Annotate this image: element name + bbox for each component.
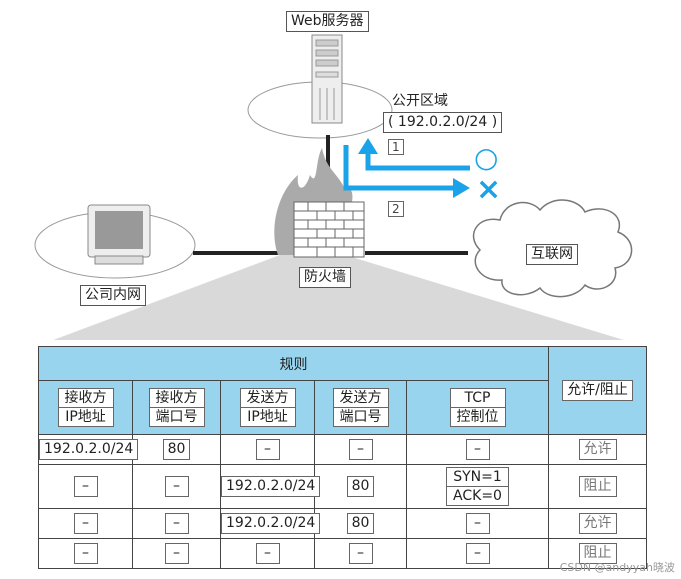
arrow-head-2 bbox=[453, 178, 470, 198]
spotlight-wedge bbox=[53, 255, 624, 340]
rule-dst-ip: – bbox=[73, 513, 98, 534]
rule-src-port: 80 bbox=[346, 513, 375, 534]
rule-src-port: – bbox=[348, 439, 373, 460]
rule-tcp-flags: – bbox=[465, 543, 490, 564]
rule-src-ip: – bbox=[255, 543, 280, 564]
allowed-mark-icon: ○ bbox=[474, 141, 499, 174]
action-header: 允许/阻止 bbox=[548, 346, 648, 435]
col-dst-port: 接收方端口号 bbox=[132, 380, 221, 435]
rule-dst-ip: – bbox=[73, 543, 98, 564]
firewall-icon bbox=[274, 148, 365, 258]
flow-arrow-1 bbox=[365, 152, 470, 171]
blocked-mark-icon: × bbox=[476, 172, 502, 207]
rule-tcp-flags: – bbox=[465, 439, 490, 460]
rule-action: 阻止 bbox=[578, 476, 617, 497]
rule-dst-ip: 192.0.2.0/24 bbox=[39, 439, 139, 460]
rule-dst-port: – bbox=[164, 513, 189, 534]
table-row: 192.0.2.0/24 80 – – – 允许 bbox=[38, 434, 648, 465]
rule-dst-port: – bbox=[164, 543, 189, 564]
internet-label: 互联网 bbox=[526, 244, 578, 265]
table-row: – – – – – 阻止 bbox=[38, 538, 648, 569]
web-server-label: Web服务器 bbox=[286, 11, 369, 32]
rule-action: 阻止 bbox=[578, 543, 617, 564]
dmz-label: 公开区域 bbox=[392, 93, 448, 109]
flow-2-label: 2 bbox=[388, 201, 404, 217]
network-diagram bbox=[34, 34, 633, 340]
rule-src-port: 80 bbox=[346, 476, 375, 497]
watermark: CSDN @andyyah晓波 bbox=[559, 561, 675, 574]
rule-src-ip: – bbox=[255, 439, 280, 460]
dmz-subnet-label: ( 192.0.2.0/24 ) bbox=[383, 112, 503, 133]
arrow-head-1 bbox=[358, 138, 378, 154]
rule-src-ip: 192.0.2.0/24 bbox=[221, 476, 321, 497]
flow-arrow-2 bbox=[343, 145, 455, 191]
web-server-icon bbox=[311, 34, 343, 124]
rule-dst-port: 80 bbox=[162, 439, 191, 460]
table-row: – – 192.0.2.0/24 80 – 允许 bbox=[38, 508, 648, 539]
firewall-label: 防火墙 bbox=[299, 267, 351, 288]
rule-tcp-flags: – bbox=[465, 513, 490, 534]
rule-action: 允许 bbox=[578, 439, 617, 460]
col-src-port: 发送方端口号 bbox=[314, 380, 407, 435]
flow-1-label: 1 bbox=[388, 139, 404, 155]
lan-label: 公司内网 bbox=[80, 285, 146, 306]
rule-src-ip: 192.0.2.0/24 bbox=[221, 513, 321, 534]
rule-src-port: – bbox=[348, 543, 373, 564]
rule-dst-ip: – bbox=[73, 476, 98, 497]
rules-header: 规则 bbox=[37, 346, 550, 381]
computer-icon bbox=[87, 204, 151, 265]
rule-dst-port: – bbox=[164, 476, 189, 497]
rule-action: 允许 bbox=[578, 513, 617, 534]
